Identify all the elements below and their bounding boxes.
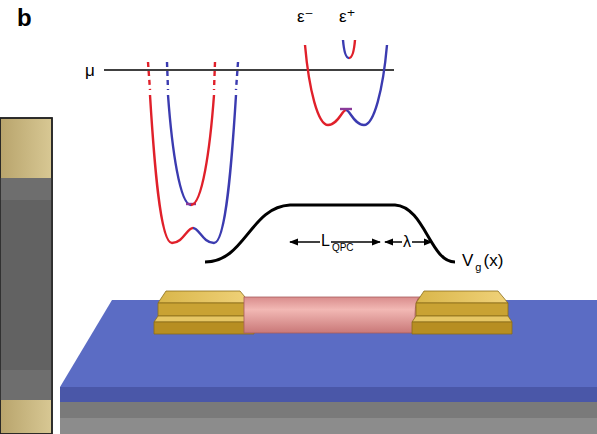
band-diagram-left — [148, 62, 238, 243]
nanowire — [244, 297, 425, 333]
chemical-potential-label: μ — [84, 62, 96, 79]
contact-pad — [154, 291, 254, 334]
potential-label: (x) — [482, 252, 504, 269]
sem-image — [0, 118, 52, 434]
mu-line — [104, 69, 394, 71]
band-diagram-right — [305, 40, 387, 125]
band-label: ε⁻ — [296, 8, 315, 25]
panel-letter: b — [16, 6, 33, 30]
length-subscript: QPC — [331, 243, 355, 253]
potential-subscript: g — [474, 262, 482, 273]
length-label: λ — [402, 234, 412, 250]
length-label: L — [320, 233, 331, 249]
contact-pad — [412, 291, 512, 334]
band-label: ε⁺ — [338, 8, 357, 25]
potential-label: V — [461, 252, 474, 269]
gate-potential-curve — [205, 205, 455, 262]
